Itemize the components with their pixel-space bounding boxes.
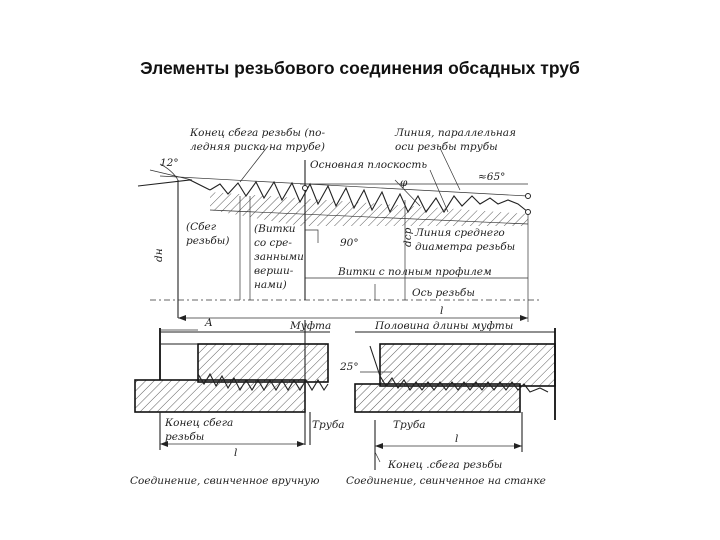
label-vitki-3: занными — [254, 251, 304, 263]
thread-teeth-bottom-left — [197, 372, 329, 392]
label-linia-srednego-1: Линия среднего — [414, 227, 505, 239]
label-dcp: dср — [402, 227, 414, 247]
label-l-left: l — [234, 447, 237, 459]
label-vitki-1: (Витки — [254, 223, 296, 235]
label-truba-right: Труба — [393, 419, 425, 431]
label-konets-sbega-right: Конец .сбега резьбы — [387, 459, 502, 471]
label-truba-left: Труба — [312, 419, 344, 431]
label-linia-srednego-2: диаметра резьбы — [415, 241, 515, 253]
label-angle-90: 90° — [340, 237, 359, 249]
thread-teeth-top — [209, 180, 529, 214]
label-vitki-2: со сре- — [254, 237, 292, 249]
top-thread-profile — [137, 145, 540, 322]
label-polovina-dliny: Половина длины муфты — [374, 320, 513, 332]
bottom-labels: A Муфта Половина длины муфты 25° Конец с… — [130, 317, 546, 487]
label-angle-12: 12° — [160, 157, 179, 169]
label-konets-sbega-2: ледняя риска на трубе) — [190, 141, 325, 153]
label-konets-sbega-left-2: резьбы — [165, 431, 204, 443]
label-vitki-polnym: Витки с полным профилем — [337, 266, 492, 278]
label-vitki-5: нами) — [254, 279, 287, 291]
page-title: Элементы резьбового соединения обсадных … — [140, 58, 580, 78]
bottom-left-connection — [134, 320, 330, 450]
label-sbeg-1: (Сбег — [186, 221, 217, 233]
label-A: A — [204, 317, 213, 329]
bottom-right-connection — [354, 328, 556, 470]
label-vitki-4: верши- — [254, 265, 294, 277]
caption-right: Соединение, свинченное на станке — [346, 475, 546, 487]
label-osnovnaya-ploskost: Основная плоскость — [310, 159, 427, 171]
thread-teeth-bottom-right — [379, 375, 549, 393]
caption-left: Соединение, свинченное вручную — [130, 475, 320, 487]
label-sbeg-2: резьбы) — [186, 235, 229, 247]
label-os-rezby: Ось резьбы — [412, 287, 475, 299]
label-liniya-parallelnaya-1: Линия, параллельная — [394, 127, 516, 139]
label-angle-25: 25° — [339, 361, 359, 373]
label-konets-sbega-left-1: Конец сбега — [164, 417, 233, 429]
label-l-top: l — [440, 305, 443, 317]
label-phi: φ — [400, 177, 408, 189]
label-angle-65: ≈65° — [478, 171, 505, 183]
label-liniya-parallelnaya-2: оси резьбы трубы — [395, 141, 498, 153]
label-dn: dн — [153, 248, 165, 262]
top-labels: Конец сбега резьбы (по- ледняя риска на … — [153, 127, 516, 317]
label-mufta: Муфта — [289, 320, 331, 332]
label-konets-sbega-1: Конец сбега резьбы (по- — [189, 127, 326, 139]
label-l-right: l — [455, 433, 458, 445]
